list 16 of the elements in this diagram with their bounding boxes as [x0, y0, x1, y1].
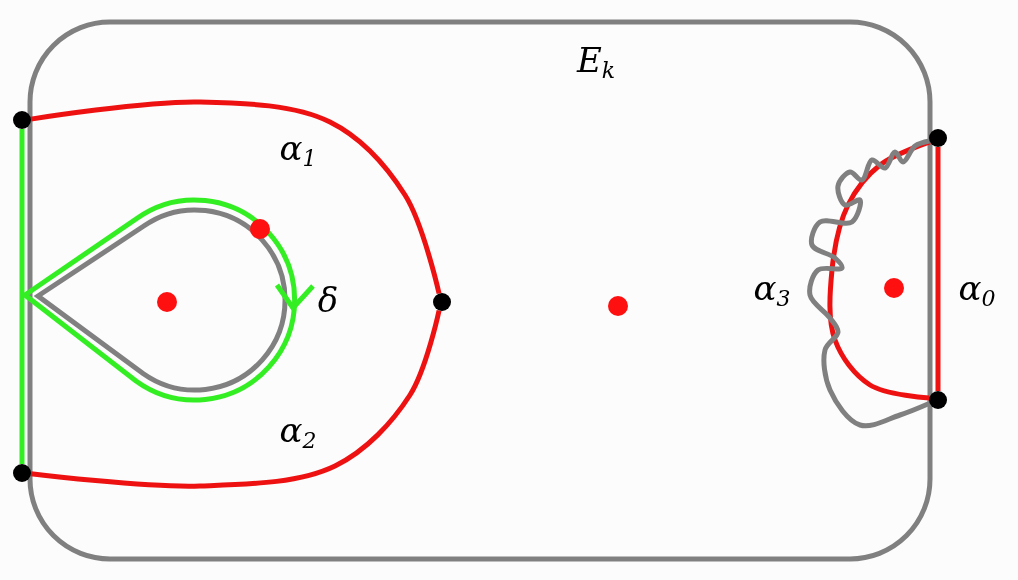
- wiggly-curve: [807, 138, 931, 429]
- vertex-dot: [929, 391, 947, 409]
- vertex-dot: [13, 464, 31, 482]
- edge-label: α$_{3}$: [753, 270, 791, 310]
- vertex-dot: [13, 111, 31, 129]
- arc-curve: [30, 309, 442, 489]
- curve-label: δ: [317, 283, 339, 317]
- arc-curve: [30, 99, 442, 295]
- arc-curve: [19, 129, 25, 464]
- vertex-dot: [433, 293, 451, 311]
- edge-label: α$_{0}$: [958, 270, 996, 310]
- surface-label: E$_{k}$: [576, 42, 616, 82]
- edge-label: α$_{1}$: [279, 130, 317, 170]
- edge-label: α$_{2}$: [279, 412, 317, 452]
- vertex-dot: [929, 129, 947, 147]
- arc-curve: [935, 147, 941, 391]
